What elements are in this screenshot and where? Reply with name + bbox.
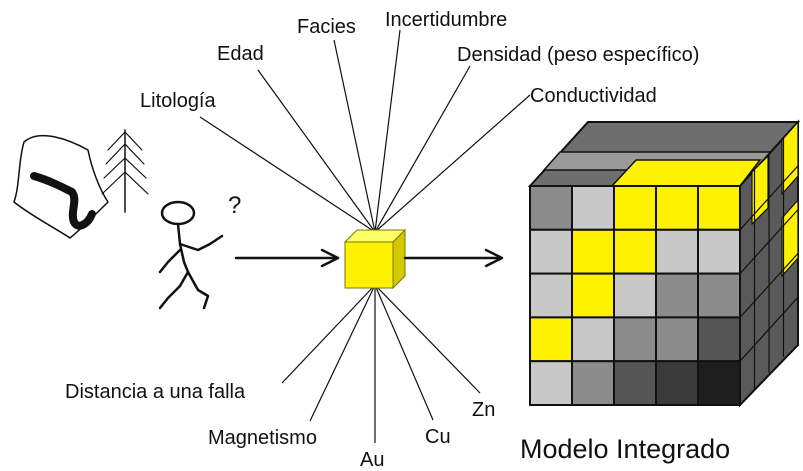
arrow-to-cube-head	[320, 248, 340, 268]
model-cube-front-grid	[529, 185, 741, 407]
model-cell-r1-c1	[571, 228, 615, 275]
label-facies: Facies	[297, 16, 356, 38]
label-edad: Edad	[217, 43, 264, 65]
model-cell-r3-c4	[697, 316, 741, 363]
side-hline-1	[739, 165, 799, 231]
label-cu: Cu	[425, 426, 451, 448]
figure-arm-right	[178, 234, 224, 252]
model-cube-top-yellow	[610, 159, 762, 187]
model-cell-r3-c3	[655, 316, 699, 363]
model-cell-r2-c0	[529, 272, 573, 319]
ray-edad	[257, 69, 376, 233]
figure-arm-left	[158, 248, 182, 274]
ray-facies	[333, 39, 376, 233]
small-cube-front	[344, 241, 394, 289]
model-cell-r0-c0	[529, 185, 573, 231]
model-cell-r0-c3	[655, 185, 699, 231]
model-cell-r4-c4	[697, 360, 741, 407]
top-rays	[199, 29, 531, 233]
model-cell-r2-c3	[655, 272, 699, 319]
side-hline-2	[739, 209, 799, 275]
model-cell-r1-c2	[613, 228, 657, 275]
landscape-sketch	[13, 129, 149, 239]
model-cell-r1-c4	[697, 228, 741, 275]
model-cell-r4-c2	[613, 360, 657, 407]
model-cell-r3-c0	[529, 316, 573, 363]
small-cube	[343, 228, 407, 290]
tree-branch-3	[103, 157, 147, 179]
arrow-to-model-head	[484, 248, 504, 268]
figure-head	[160, 200, 196, 226]
arrows	[234, 248, 504, 268]
ray-incertidumbre	[374, 29, 401, 233]
label-modelo-integrado: Modelo Integrado	[520, 434, 730, 464]
label-litologia: Litología	[140, 90, 216, 112]
figure-leg-right	[186, 270, 210, 310]
model-cube-side-yellow-2	[781, 120, 799, 196]
model-cube-side-yellow-1	[751, 154, 769, 226]
model-cell-r0-c2	[613, 185, 657, 231]
question-mark: ?	[228, 192, 241, 219]
model-cell-r4-c3	[655, 360, 699, 407]
model-cube-side-gridlines	[739, 138, 799, 389]
label-zn: Zn	[472, 399, 495, 421]
integrated-model-cube	[527, 119, 801, 408]
side-hline-4	[739, 296, 799, 362]
stick-figure: ?	[158, 192, 241, 310]
figure-leg-left	[158, 270, 190, 310]
side-hline-3	[739, 252, 799, 318]
tree-branch-1	[107, 131, 143, 151]
tree-branch-4	[101, 171, 149, 195]
label-au: Au	[360, 449, 384, 471]
label-distancia: Distancia a una falla	[65, 381, 246, 403]
model-cell-r2-c4	[697, 272, 741, 319]
label-conductividad: Conductividad	[530, 85, 657, 107]
bottom-rays	[281, 284, 481, 443]
model-cell-r4-c1	[571, 360, 615, 407]
model-cell-r2-c1	[571, 272, 615, 319]
ray-magnetismo	[309, 284, 376, 422]
label-incertidumbre: Incertidumbre	[385, 9, 507, 31]
ore-vein	[30, 172, 96, 230]
model-cell-r1-c0	[529, 228, 573, 275]
model-cell-r1-c3	[655, 228, 699, 275]
ray-zn	[374, 284, 481, 394]
ray-cu	[374, 284, 434, 421]
tree-branch-2	[105, 143, 145, 165]
ray-litologia	[199, 116, 376, 233]
model-cell-r2-c2	[613, 272, 657, 319]
bottom-labels: Distancia a una falla Magnetismo Au Cu Z…	[65, 381, 730, 471]
model-cell-r3-c1	[571, 316, 615, 363]
figure-body	[176, 222, 190, 274]
label-magnetismo: Magnetismo	[208, 427, 317, 449]
ray-conductividad	[374, 94, 531, 233]
model-cell-r3-c2	[613, 316, 657, 363]
top-labels: Litología Edad Facies Incertidumbre Dens…	[140, 9, 699, 112]
model-cell-r0-c1	[571, 185, 615, 231]
ray-distancia	[281, 284, 376, 384]
label-densidad: Densidad (peso específico)	[457, 44, 699, 66]
model-cell-r4-c0	[529, 360, 573, 407]
ray-densidad	[374, 65, 471, 233]
model-cell-r0-c4	[697, 185, 741, 231]
